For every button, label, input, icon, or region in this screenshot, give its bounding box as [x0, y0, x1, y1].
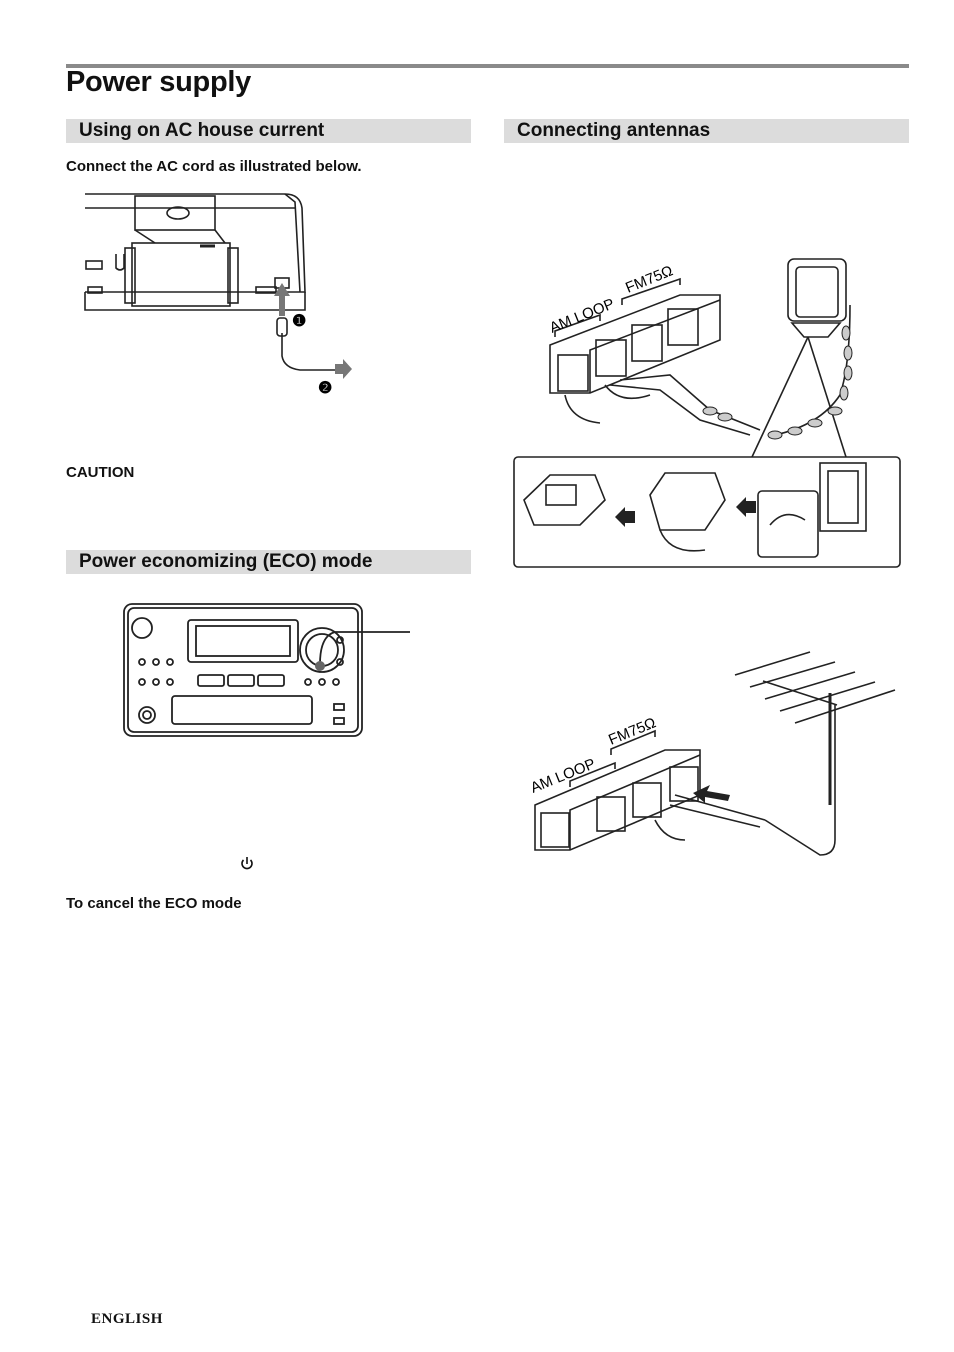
antenna-connection-illustration-am: AM LOOP FM75Ω — [513, 258, 901, 568]
ac-cord-illustration: ❶ ❷ — [84, 193, 352, 397]
fm75-label-2: FM75Ω — [606, 714, 658, 748]
step-marker-1: ❶ — [292, 313, 306, 330]
am-loop-label-2: AM LOOP — [528, 755, 598, 796]
eco-unit-illustration — [123, 603, 410, 737]
section-heading-eco: Power economizing (ECO) mode — [66, 550, 471, 574]
fm75-label: FM75Ω — [623, 262, 675, 296]
section-heading-antennas: Connecting antennas — [504, 119, 909, 143]
title-rule — [66, 64, 909, 68]
footer-language: ENGLISH — [91, 1311, 163, 1327]
caution-label: CAUTION — [66, 464, 135, 481]
eco-cancel-heading: To cancel the ECO mode — [66, 895, 242, 912]
page-title: Power supply — [66, 66, 251, 98]
antenna-connection-illustration-fm: AM LOOP FM75Ω — [528, 651, 896, 856]
step-marker-2: ❷ — [318, 380, 332, 397]
am-loop-label: AM LOOP — [547, 295, 617, 336]
ac-instruction: Connect the AC cord as illustrated below… — [66, 158, 362, 175]
section-heading-ac: Using on AC house current — [66, 119, 471, 143]
power-icon — [241, 857, 253, 870]
